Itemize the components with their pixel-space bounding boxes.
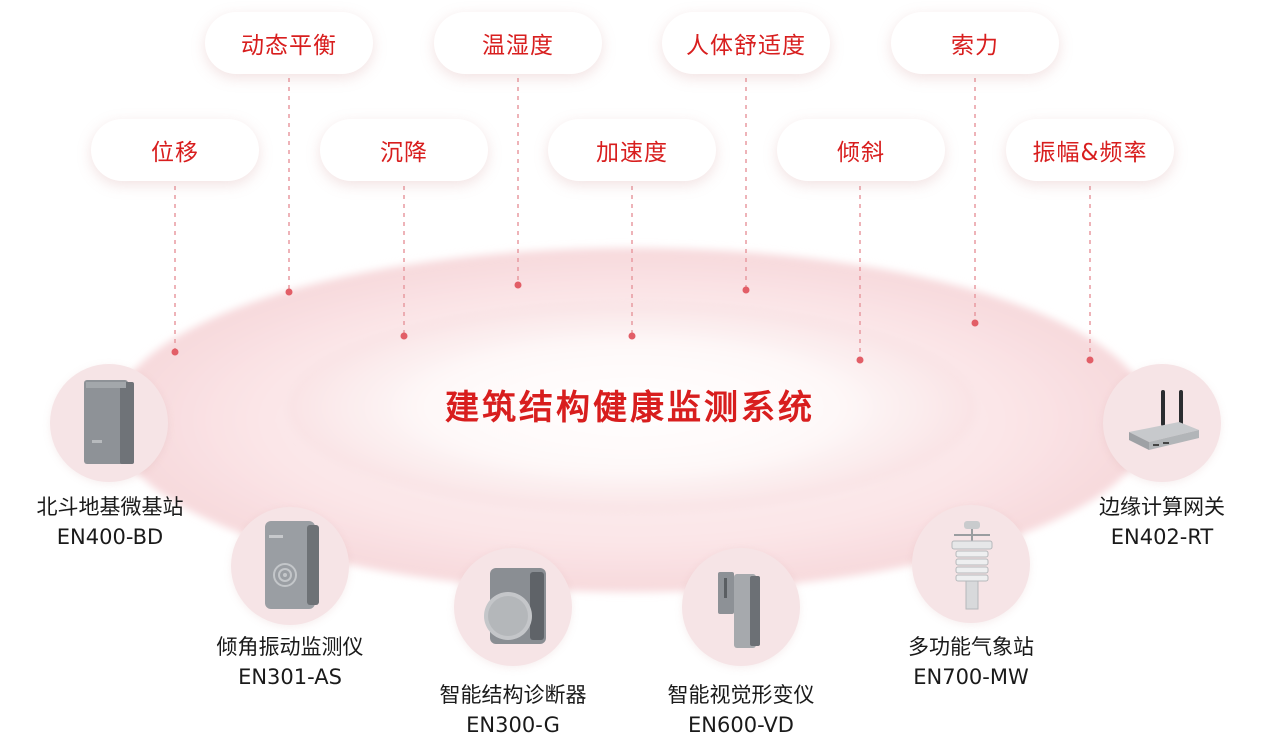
metric-temperature-humidity: 温湿度	[434, 12, 602, 74]
device-circle-tilt	[231, 507, 349, 625]
device-name: 边缘计算网关	[1099, 495, 1225, 519]
metric-tilt: 倾斜	[777, 119, 945, 181]
device-model: EN300-G	[466, 713, 560, 737]
visual-deformation-icon	[718, 572, 760, 648]
device-label-visual: 智能视觉形变仪 EN600-VD	[631, 680, 851, 740]
device-name: 北斗地基微基站	[36, 495, 184, 519]
metric-acceleration: 加速度	[548, 119, 716, 181]
metric-settlement: 沉降	[320, 119, 488, 181]
tilt-vibration-monitor-icon	[265, 521, 319, 609]
device-model: EN700-MW	[913, 665, 1029, 689]
structure-diagnoser-icon	[484, 568, 546, 644]
device-model: EN400-BD	[56, 525, 164, 549]
device-model: EN600-VD	[688, 713, 794, 737]
device-model: EN301-AS	[238, 665, 342, 689]
device-label-gateway: 边缘计算网关 EN402-RT	[1052, 492, 1265, 552]
device-name: 智能视觉形变仪	[667, 683, 815, 707]
device-model: EN402-RT	[1110, 525, 1214, 549]
device-circle-gateway	[1103, 364, 1221, 482]
metric-dynamic-balance: 动态平衡	[205, 12, 373, 74]
device-circle-visual	[682, 548, 800, 666]
metric-human-comfort: 人体舒适度	[662, 12, 830, 74]
inner-ring	[287, 302, 977, 512]
metric-cable-force: 索力	[891, 12, 1059, 74]
beidou-station-icon	[84, 380, 134, 464]
device-circle-weather	[912, 505, 1030, 623]
system-title: 建筑结构健康监测系统	[445, 388, 815, 428]
edge-gateway-icon	[1129, 390, 1199, 450]
device-circle-diagnoser	[454, 548, 572, 666]
metric-displacement: 位移	[91, 119, 259, 181]
device-name: 多功能气象站	[908, 635, 1034, 659]
device-circle-beidou	[50, 364, 168, 482]
device-label-diagnoser: 智能结构诊断器 EN300-G	[403, 680, 623, 740]
device-label-weather: 多功能气象站 EN700-MW	[861, 632, 1081, 692]
device-label-beidou: 北斗地基微基站 EN400-BD	[0, 492, 220, 552]
weather-station-icon	[951, 521, 993, 610]
metric-amplitude-frequency: 振幅&频率	[1006, 119, 1174, 181]
device-label-tilt: 倾角振动监测仪 EN301-AS	[180, 632, 400, 692]
device-name: 倾角振动监测仪	[216, 635, 364, 659]
device-name: 智能结构诊断器	[439, 683, 587, 707]
